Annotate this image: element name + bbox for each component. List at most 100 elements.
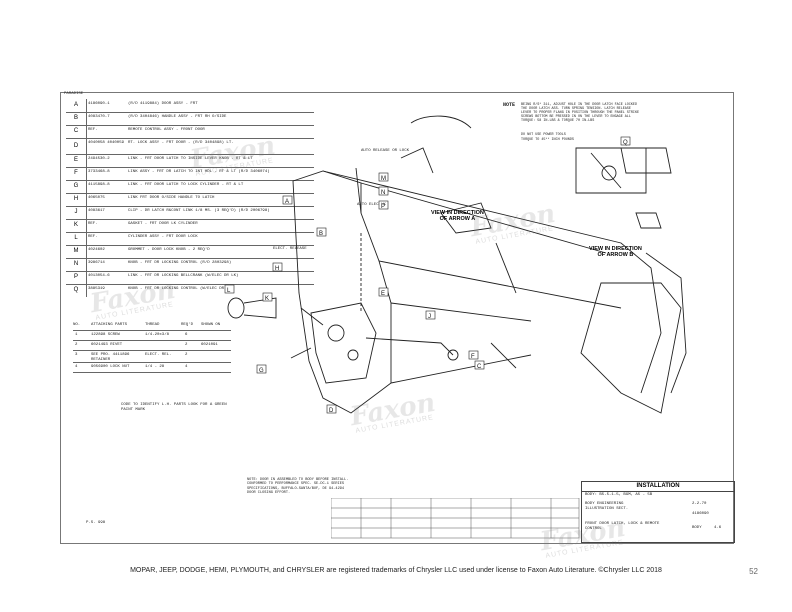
part-number: 3885319 <box>88 287 105 291</box>
part-number: REF. <box>88 222 98 226</box>
part-number: REF. <box>88 235 98 239</box>
part-number: 4040058 4040059 <box>88 141 125 145</box>
part-number: REF. <box>88 128 98 132</box>
part-number: 2494530-2 <box>88 157 110 161</box>
part-desc: (R/D 3404846) HANDLE ASSY - FRT RH O/SID… <box>128 115 227 119</box>
callout-D: D <box>326 404 337 414</box>
note-text: BEING R/S* 311, ADJUST HOLE IN THE DOOR … <box>521 103 640 123</box>
part-number: 4083617 <box>88 209 105 213</box>
col-header: THREAD <box>145 323 160 327</box>
col-header: NO. <box>73 323 81 327</box>
svg-text:H: H <box>275 266 279 272</box>
cell: 2 <box>75 343 78 347</box>
part-desc: GASKET - FRT DOOR LK CYLINDER <box>128 222 198 226</box>
view-a-caption: VIEW IN DIRECTION OF ARROW A <box>431 210 484 222</box>
part-desc: LINK - FRT DOOR LATCH TO INSIDE LEVER KN… <box>128 157 253 161</box>
note-title: NOTE <box>503 102 516 108</box>
part-letter: C <box>66 125 87 138</box>
callout-B: B <box>316 227 327 237</box>
table-row: 1 122898 SCREW 1/4-20x3/8 6 <box>73 331 231 341</box>
part-desc: LINK - FRT DOOR LATCH TO LOCK CYLINDER -… <box>128 183 244 187</box>
part-number: 4013054-6 <box>88 274 110 278</box>
callout-J: J <box>425 310 436 320</box>
col-header: ATTACHING PARTS <box>91 323 128 327</box>
svg-text:N: N <box>381 190 385 196</box>
cell: 122898 SCREW <box>91 333 120 337</box>
col-header: REQ'D <box>181 323 194 327</box>
svg-text:L: L <box>227 288 231 294</box>
part-desc: CLIP - DR LATCH R&CONT LINK 1/8 MS. (3 R… <box>128 209 270 213</box>
part-letter: E <box>66 154 87 167</box>
revision-grid <box>331 498 580 539</box>
part-letter: F <box>66 167 87 180</box>
cell: 2 <box>185 353 188 357</box>
auto-release-callout: AUTO RELEASE OR LOCK <box>361 149 410 153</box>
fastener-header: NO. ATTACHING PARTS THREAD REQ'D SHOWN O… <box>73 321 231 331</box>
title-date: 2-2-70 <box>692 502 707 506</box>
cell: 4 <box>185 365 188 369</box>
callout-A: A <box>282 195 293 205</box>
col-header: SHOWN ON <box>201 323 221 327</box>
part-desc: RT. LOCK ASSY - FRT DOOR - (R/D 3404898)… <box>128 141 234 145</box>
part-desc: LINK FRT DOOR O/SIDE HANDLE TO LATCH <box>128 196 215 200</box>
part-letter: H <box>66 193 87 206</box>
install-note: NOTE BEING R/S* 311, ADJUST HOLE IN THE … <box>503 102 643 143</box>
header-code: PARADISE <box>64 92 84 96</box>
note-note: DO NOT USE POWER TOOLS <box>521 133 566 137</box>
svg-text:B: B <box>319 231 323 237</box>
cell: 6021091 <box>201 343 218 347</box>
svg-text:K: K <box>265 296 269 302</box>
part-letter: K <box>66 219 87 232</box>
part-letter: P <box>66 271 87 284</box>
svg-text:D: D <box>329 408 334 414</box>
callout-K: K <box>262 292 273 302</box>
ps-ref: P.S. 998 <box>86 521 106 525</box>
cell: 6 <box>185 333 188 337</box>
part-letter: A <box>66 99 87 112</box>
part-number: 4115898-8 <box>88 183 110 187</box>
part-letter: M <box>66 245 87 258</box>
view-a-line1: VIEW IN DIRECTION <box>431 210 484 216</box>
svg-text:M: M <box>381 176 386 182</box>
page-number: 52 <box>749 567 758 576</box>
part-letter: N <box>66 258 87 271</box>
part-number: 3986714 <box>88 261 105 265</box>
svg-text:G: G <box>259 368 264 374</box>
callout-G: G <box>256 364 267 374</box>
title-drawing-no: 4186090 <box>692 512 709 516</box>
trademark-footer: MOPAR, JEEP, DODGE, HEMI, PLYMOUTH, and … <box>130 567 662 574</box>
cell: 9056900 LOCK NUT <box>91 365 130 369</box>
svg-text:P: P <box>381 204 385 210</box>
part-desc: KNOB - FRT DR LOCKING CONTROL (W/ELEC DR… <box>128 287 234 291</box>
auto-elec-callout: AUTO ELEC LK <box>357 203 386 207</box>
callout-P: P <box>378 200 389 210</box>
view-a-line2: OF ARROW A <box>439 216 476 222</box>
elect-release-label: ELECT. RELEASE <box>273 247 307 251</box>
part-desc: CYLINDER ASSY - FRT DOOR LOCK <box>128 235 198 239</box>
table-row: 4 9056900 LOCK NUT 1/4 - 28 4 <box>73 363 231 373</box>
view-b-line1: VIEW IN DIRECTION <box>589 246 642 252</box>
cell: 1/4-20x3/8 <box>145 333 170 337</box>
callout-N: N <box>378 186 389 196</box>
title-sheet-no: 4.6 <box>714 526 722 530</box>
part-desc: GROMMET - DOOR LOCK KNOB - 2 REQ'D <box>128 248 210 252</box>
title-group: BODY <box>692 526 702 530</box>
callout-H: H <box>272 262 283 272</box>
callout-Q: Q <box>620 136 631 146</box>
cell: ELECT. REL. <box>145 353 172 357</box>
view-b-caption: VIEW IN DIRECTION OF ARROW B <box>589 246 642 258</box>
part-desc: (R/D 4119884) DOOR ASSY - FRT <box>128 102 198 106</box>
cell: 4 <box>75 365 78 369</box>
note-torque: TORQUE TO 45** INCH POUNDS <box>521 138 574 142</box>
code-note: CODE TO IDENTIFY L.H. PARTS LOOK FOR A G… <box>121 403 227 412</box>
part-letter: G <box>66 180 87 193</box>
